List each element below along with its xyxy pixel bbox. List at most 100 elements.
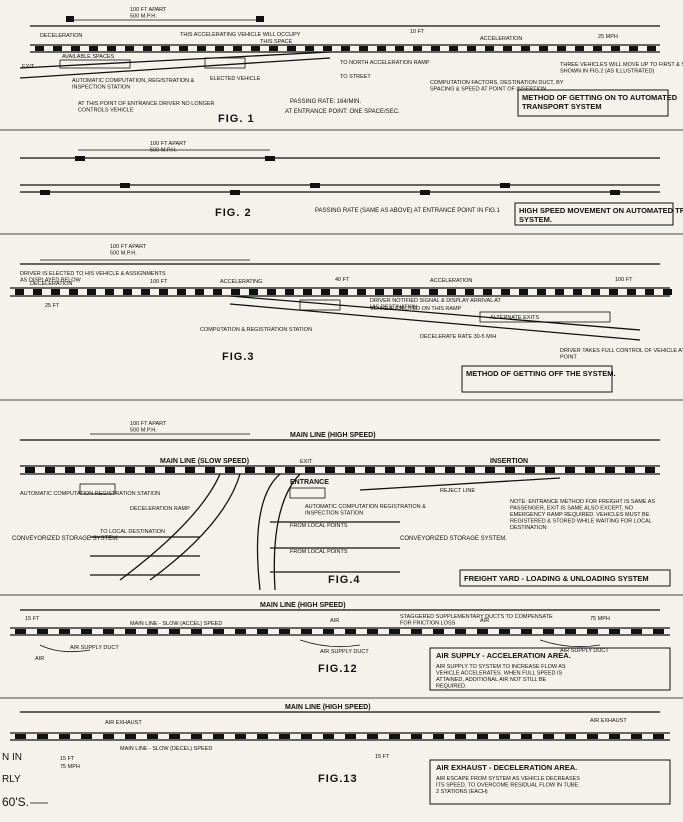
fig2-vehicle [40, 190, 50, 195]
fig12-staggered: STAGGERED SUPPLEMENTARY DUCTS TO COMPENS… [400, 614, 553, 627]
fig2-vehicle [500, 183, 510, 188]
fig13-track-block [499, 734, 510, 739]
fig3-track-block [483, 289, 492, 295]
fig1-title-box [517, 89, 669, 117]
fig12-main-high-label: MAIN LINE (HIGH SPEED) [260, 602, 346, 609]
fig13-track-block [213, 734, 224, 739]
fig13-dash-row [15, 734, 664, 739]
fig4-track-block [445, 467, 455, 473]
fig3-track-block [411, 289, 420, 295]
fig3-track-block [627, 289, 636, 295]
fig1-exit: EXIT [22, 64, 35, 70]
fig4-caption: FIG.4 [328, 574, 361, 586]
fig13-main-high-label: MAIN LINE (HIGH SPEED) [285, 704, 371, 711]
fig13-15ft: 15 FT [60, 756, 75, 762]
fig1-track-block [305, 46, 314, 51]
fig1-track-block [647, 46, 656, 51]
fig12-track-block [565, 629, 576, 634]
fig4-ramp-right [256, 473, 281, 591]
fig3-track-block [321, 289, 330, 295]
fig3-100ft: 100 FT [150, 279, 168, 285]
fig12-main-slow: MAIN LINE - SLOW (ACCEL) SPEED [130, 621, 222, 627]
fig3-track-block [573, 289, 582, 295]
fig12-track-block [411, 629, 422, 634]
fig12-track-block [147, 629, 158, 634]
fig13-track-block [15, 734, 26, 739]
fig1-track-block [413, 46, 422, 51]
fig1-track-block [539, 46, 548, 51]
fig4-track-block [165, 467, 175, 473]
fig4-box-text: FREIGHT YARD - LOADING & UNLOADING SYSTE… [464, 574, 649, 583]
fig4-track-block [385, 467, 395, 473]
margin-note-1: N IN [2, 752, 22, 763]
fig13-track-block [323, 734, 334, 739]
fig1-three-vehicles: THREE VEHICLES WILL MOVE UP TO FIRST & S… [560, 62, 683, 75]
fig1-available: AVAILABLE SPACES [62, 54, 115, 60]
fig4-track-block [645, 467, 655, 473]
fig3-track-block [429, 289, 438, 295]
fig3-track-block [447, 289, 456, 295]
fig4-from-local: FROM LOCAL POINTS [290, 523, 348, 529]
fig3-alternate-label: ALTERNATE EXITS [490, 315, 539, 321]
fig12-dash-row [15, 629, 664, 634]
fig13-track-block [81, 734, 92, 739]
fig13-track-block [235, 734, 246, 739]
fig4-track-block [545, 467, 555, 473]
fig4-entrance: ENTRANCE [290, 479, 329, 486]
fig1-track-block [449, 46, 458, 51]
fig3-vehicle-ejected: VEHICLE EJECTED ON THIS RAMP [370, 306, 462, 312]
fig2-vehicle [265, 156, 275, 161]
fig12-duct-a [39, 644, 91, 653]
fig3-caption: FIG.3 [222, 351, 255, 363]
fig3-track-block [393, 289, 402, 295]
fig13-track-block [37, 734, 48, 739]
fig4-reject-label: REJECT LINE [440, 488, 475, 494]
fig3-track-block [123, 289, 132, 295]
fig3-track-block [159, 289, 168, 295]
fig4-track-block [185, 467, 195, 473]
fig1-vehicle-mark [66, 16, 74, 22]
fig3-track-block [105, 289, 114, 295]
fig4-insertion: INSERTION [490, 458, 528, 465]
fig12-track-block [631, 629, 642, 634]
fig12-air-c: AIR [35, 656, 44, 662]
fig4-reject-line [359, 477, 561, 491]
fig4-decel-ramp: DECELERATION RAMP [130, 506, 190, 512]
fig12-track-block [609, 629, 620, 634]
fig2-vehicle [75, 156, 85, 161]
fig3-track-block [555, 289, 564, 295]
fig12-track-block [15, 629, 26, 634]
fig3-track-block [87, 289, 96, 295]
fig1-track-block [161, 46, 170, 51]
fig1-track-block [377, 46, 386, 51]
fig2-passing-rate: PASSING RATE (SAME AS ABOVE) AT ENTRANCE… [315, 208, 500, 214]
fig3-title-box [461, 365, 613, 393]
fig12-75mph: 75 MPH [590, 616, 610, 622]
fig1-track-block [143, 46, 152, 51]
fig2-vehicle [120, 183, 130, 188]
fig4-from-local-2: FROM LOCAL POINTS [290, 549, 348, 555]
fig4-track-block [565, 467, 575, 473]
fig1-track-block [125, 46, 134, 51]
fig3-box-text: METHOD OF GETTING OFF THE SYSTEM. [466, 369, 616, 378]
fig12-track-block [521, 629, 532, 634]
fig12-track-block [213, 629, 224, 634]
fig12-track-block [235, 629, 246, 634]
fig13-box-body: AIR ESCAPE FROM SYSTEM AS VEHICLE DECREA… [436, 776, 580, 795]
fig4-track-block [365, 467, 375, 473]
fig12-duct-b [299, 639, 361, 648]
fig1-track-block [53, 46, 62, 51]
fig3-track-block [501, 289, 510, 295]
fig1-25mph: 25 MPH [598, 34, 618, 40]
fig1-track-block [89, 46, 98, 51]
fig13-track-block [455, 734, 466, 739]
fig12-track-block [125, 629, 136, 634]
fig4-track-block [145, 467, 155, 473]
fig1-track-block [287, 46, 296, 51]
fig13-75mph: 75 MPH [60, 764, 80, 770]
fig12-track-block [37, 629, 48, 634]
